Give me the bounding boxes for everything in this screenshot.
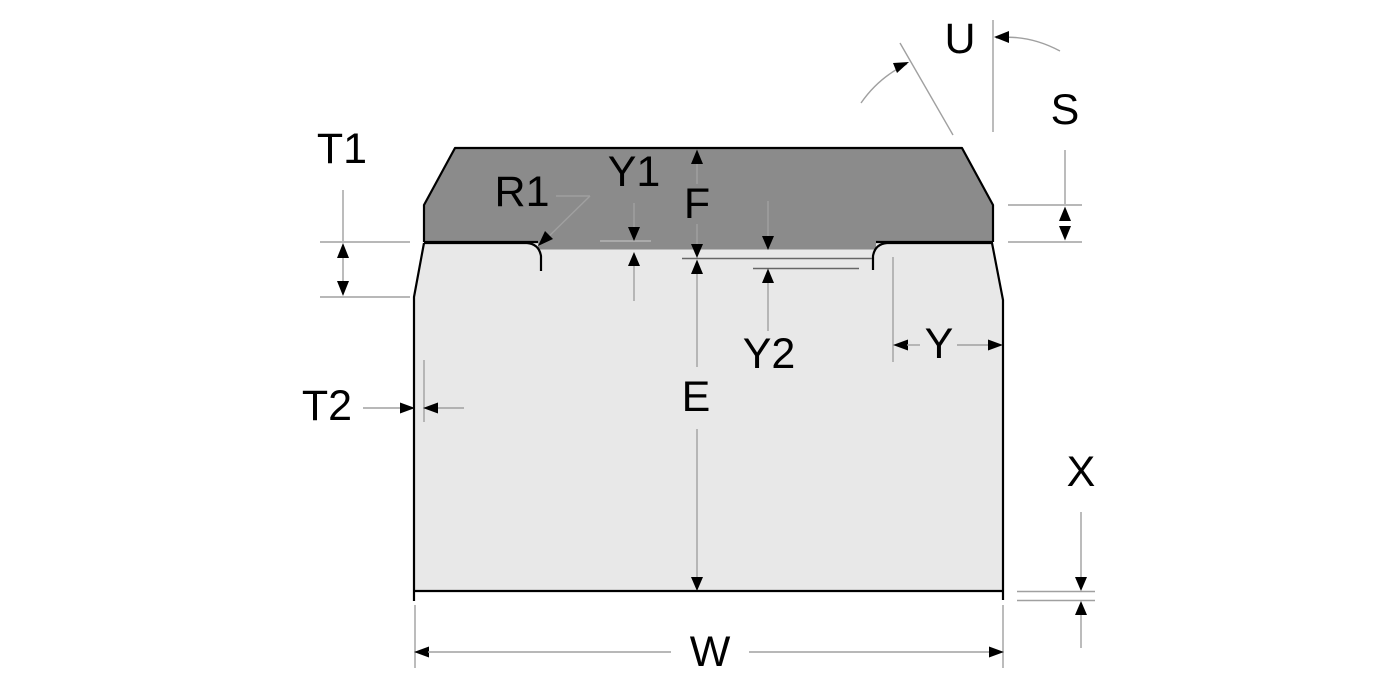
label-y2: Y2: [743, 330, 796, 378]
t1-arrow-down: [337, 281, 349, 296]
label-w: W: [690, 628, 731, 676]
x-arrow-down: [1075, 577, 1087, 591]
label-x: X: [1067, 448, 1096, 496]
y2-arrow-up: [762, 268, 774, 283]
dimension-w: W: [414, 605, 1004, 676]
seal-cap-shape: [424, 148, 993, 250]
e-arrow-down: [691, 577, 703, 591]
dimension-e: E: [682, 259, 711, 591]
label-y: Y: [925, 320, 954, 368]
x-arrow-up: [1075, 601, 1087, 615]
u-chamfer-ext: [899, 42, 954, 136]
y1-arrow-up: [628, 252, 640, 266]
groove-fillet-right: [871, 241, 888, 270]
r1-leader-diagonal: [541, 195, 591, 244]
u-arrow-right: [994, 31, 1009, 43]
seal-body-shape: [414, 243, 1003, 591]
dimension-t2: T2: [302, 360, 464, 430]
dimension-y1: Y1: [600, 148, 660, 301]
dimension-s: S: [1008, 86, 1082, 243]
y-arrow-right: [988, 339, 1003, 351]
dimension-y2: Y2: [743, 201, 796, 378]
label-s: S: [1051, 86, 1080, 134]
groove-fillet-left: [526, 241, 543, 271]
label-e: E: [682, 373, 711, 421]
f-arrow-down: [691, 244, 703, 258]
t2-arrow-right: [400, 402, 415, 414]
f-arrow-up: [691, 149, 703, 164]
profile-shapes: [414, 148, 1003, 591]
label-r1: R1: [495, 168, 550, 216]
y2-arrow-down: [762, 236, 774, 250]
t2-arrow-left: [423, 402, 438, 414]
s-arrow-down: [1059, 226, 1071, 241]
dimension-u: U: [860, 15, 1061, 136]
body-left-edge: [412, 242, 426, 601]
label-t2: T2: [302, 382, 352, 430]
w-arrow-right: [989, 646, 1004, 658]
dimension-y: Y: [892, 257, 1003, 368]
dimension-r1: R1: [495, 168, 591, 246]
label-u: U: [944, 15, 975, 63]
w-arrow-left: [414, 646, 429, 658]
dimension-f: F: [684, 149, 710, 258]
label-f: F: [684, 180, 710, 228]
s-arrow-up: [1059, 206, 1071, 221]
y1-arrow-down: [628, 227, 640, 241]
dimension-x: X: [1017, 448, 1095, 648]
dimension-t1: T1: [317, 125, 410, 298]
body-right-edge: [990, 242, 1005, 600]
label-y1: Y1: [608, 148, 661, 196]
r1-arrowhead: [538, 231, 553, 246]
y-arrow-left: [893, 339, 908, 351]
t1-arrow-up: [337, 243, 349, 258]
u-arrow-left: [893, 62, 909, 73]
label-t1: T1: [317, 125, 367, 173]
e-arrow-up: [691, 259, 703, 274]
profile-outlines: [412, 146, 1005, 601]
